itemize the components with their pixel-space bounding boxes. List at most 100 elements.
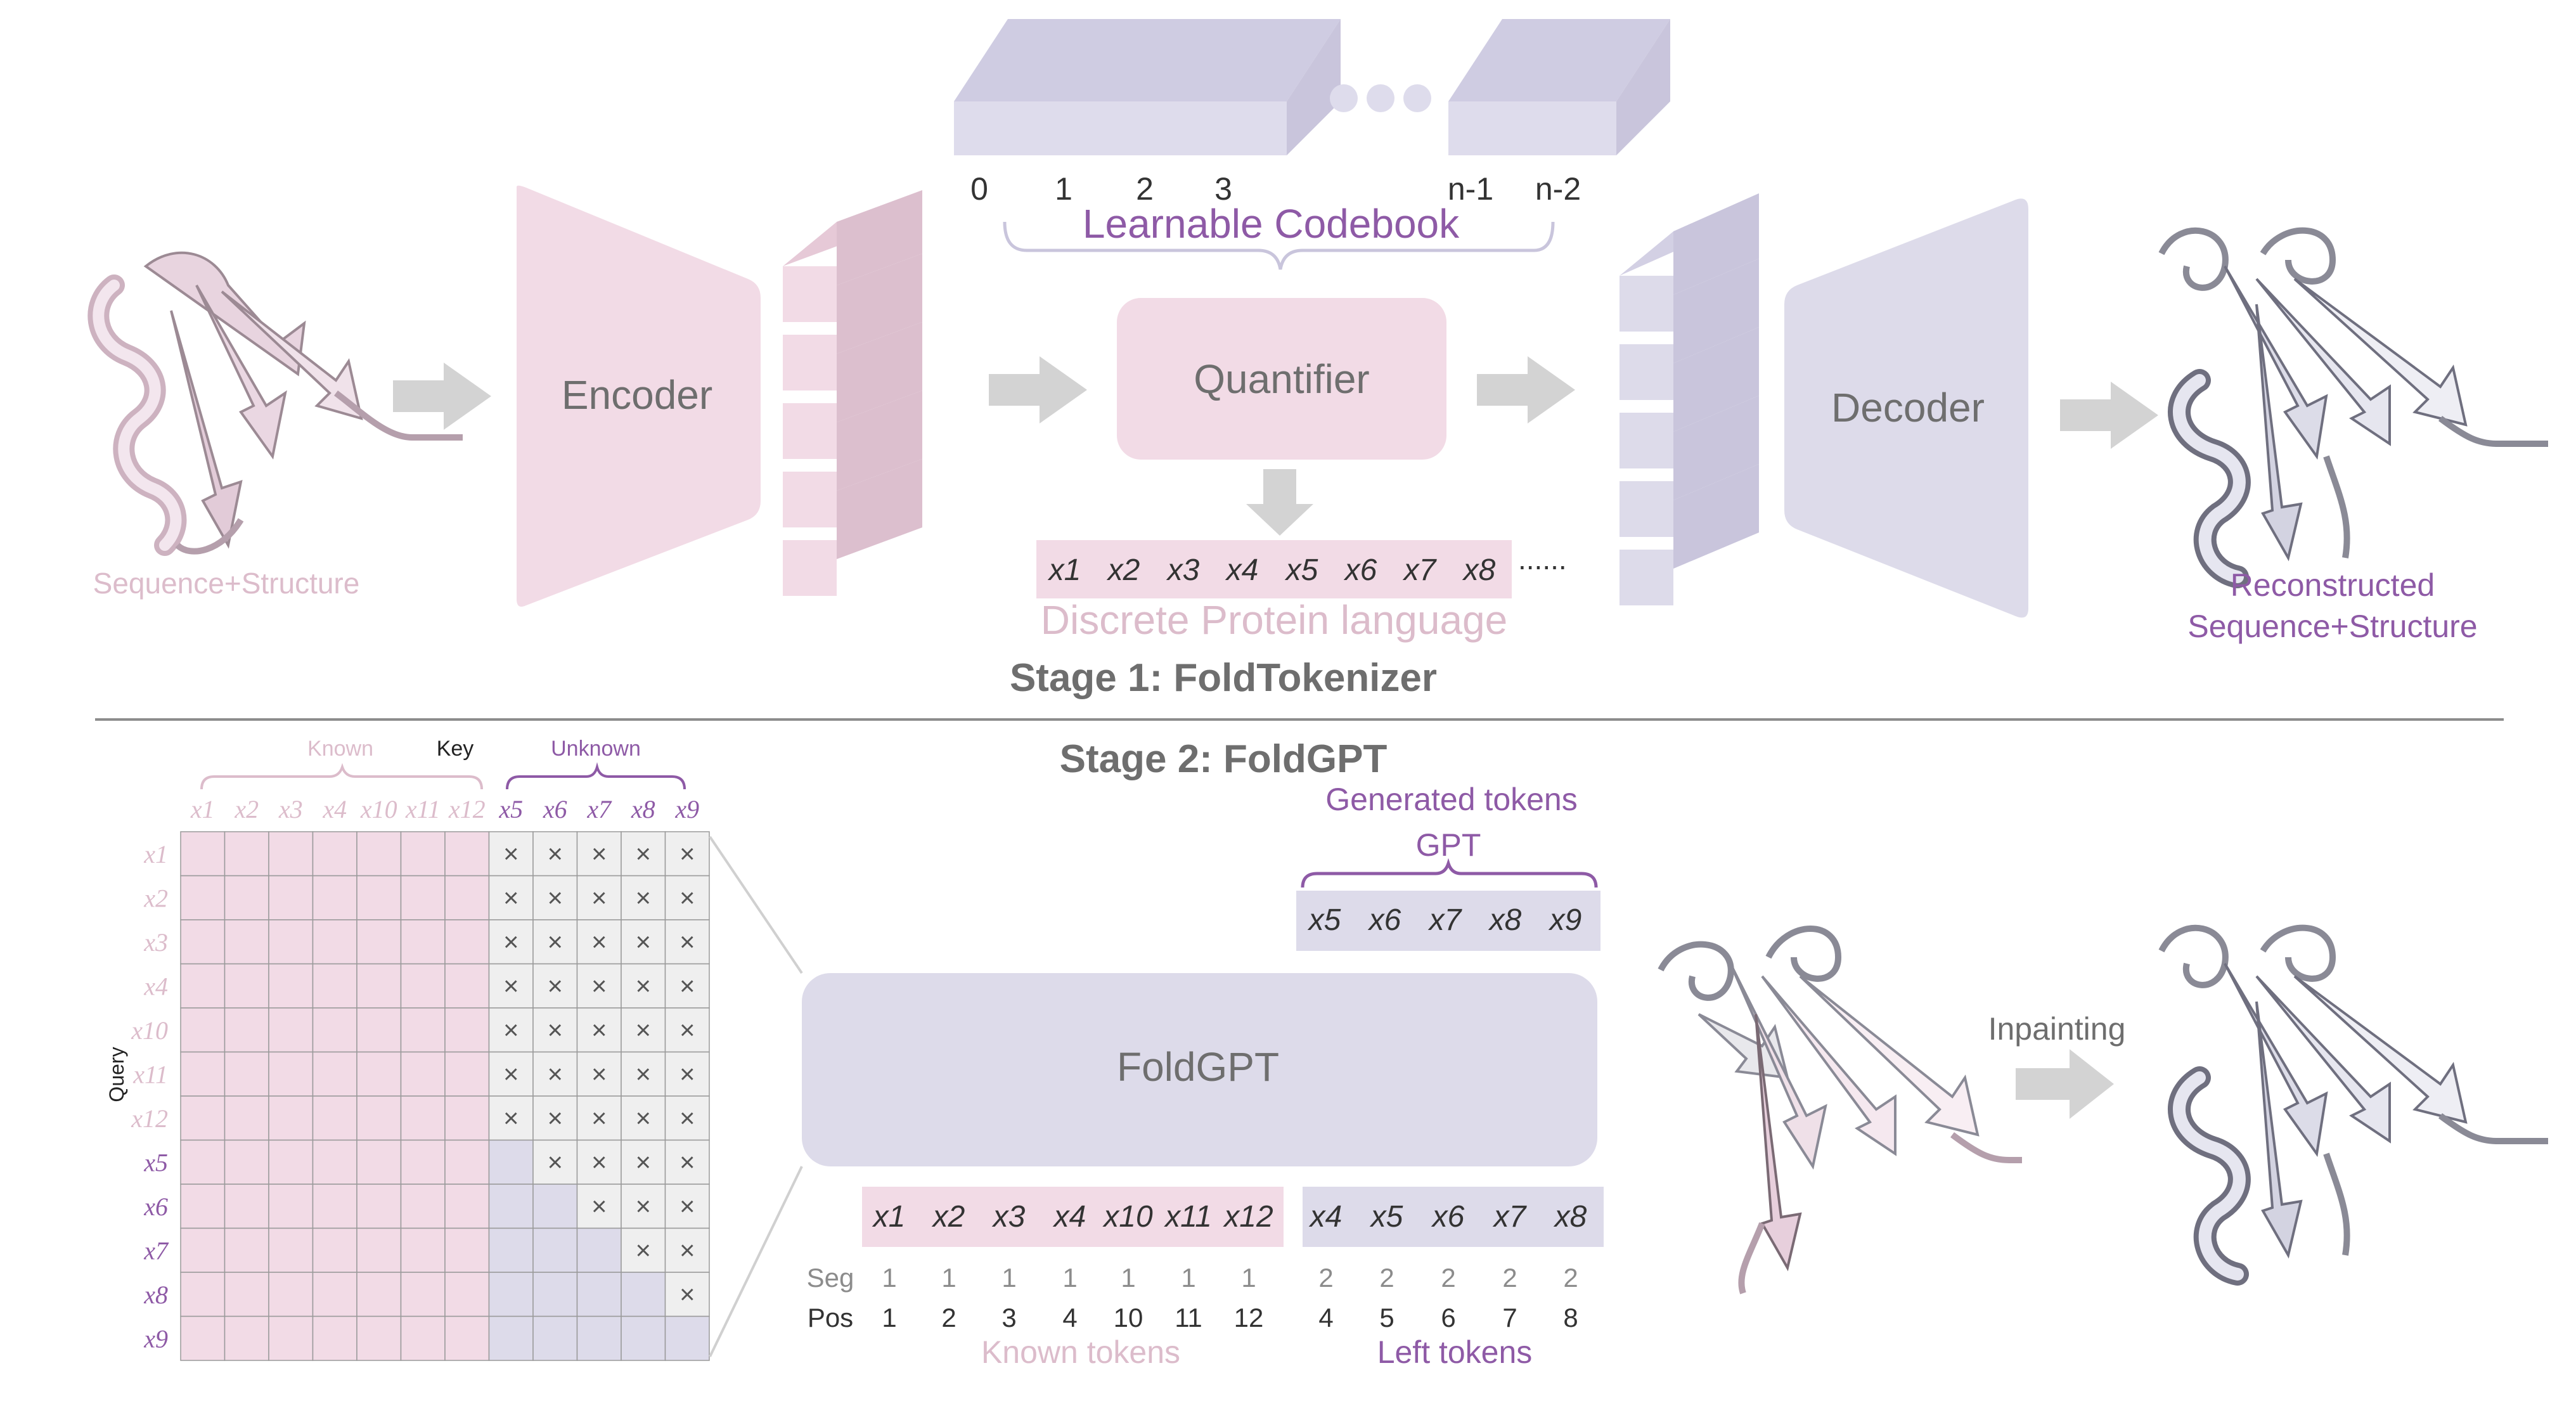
mask-x-icon: ×	[635, 1147, 651, 1177]
attend-cell	[180, 875, 226, 920]
embedding-cube	[1620, 396, 1759, 537]
connector-line	[709, 836, 803, 974]
masked-cell	[664, 1051, 710, 1097]
unknown-brace	[506, 762, 686, 790]
output-label-line1: Reconstructed	[2231, 567, 2435, 603]
attend-cell	[180, 1007, 226, 1053]
codebook-brace	[1003, 221, 1555, 270]
attend-cell	[180, 1095, 226, 1141]
attend-cell	[444, 1007, 490, 1053]
attend-cell	[224, 1051, 269, 1097]
attend-cell	[444, 1315, 490, 1361]
matrix-cells: ××××××××××××××××××××××××××××××××××××××××…	[180, 831, 710, 1361]
attend-cell	[621, 1272, 666, 1317]
matrix-column-label: x4	[322, 795, 347, 823]
attend-cell	[312, 1139, 357, 1185]
attend-cell	[444, 831, 490, 877]
generated-token: x8	[1488, 903, 1522, 937]
attend-cell	[224, 1272, 269, 1317]
output-label-line2: Sequence+Structure	[2187, 609, 2477, 644]
attend-cell	[444, 1139, 490, 1185]
matrix-column-label: x3	[278, 795, 303, 823]
codebook-indices: 0 1 2 3 n-1 n-2	[970, 171, 1581, 207]
embedding-cube	[1620, 464, 1759, 605]
attend-cell	[180, 1315, 226, 1361]
masked-cell	[664, 1227, 710, 1273]
attend-cell	[268, 1095, 314, 1141]
embedding-cube	[1620, 193, 1759, 332]
known-seg-values: 1 1 1 1 1 1 1	[882, 1263, 1256, 1293]
matrix-row-label: x11	[132, 1060, 168, 1088]
mask-x-icon: ×	[591, 1147, 607, 1177]
masked-cell	[576, 919, 622, 965]
codebook-index: 2	[1136, 171, 1154, 207]
attend-cell	[488, 1315, 534, 1361]
known-tokens-label: Known tokens	[981, 1334, 1180, 1370]
mask-x-icon: ×	[547, 927, 563, 957]
arrow-down-icon	[1246, 469, 1313, 536]
masked-cell	[664, 1007, 710, 1053]
mask-x-icon: ×	[635, 1235, 651, 1265]
left-token: x6	[1431, 1200, 1465, 1234]
attend-cell	[576, 1315, 622, 1361]
generated-token: x6	[1368, 903, 1401, 937]
language-token: x6	[1344, 553, 1377, 587]
mask-x-icon: ×	[635, 1059, 651, 1088]
matrix-row-label: x10	[131, 1016, 168, 1045]
attend-cell	[400, 1051, 446, 1097]
masked-cell	[532, 1007, 578, 1053]
mask-x-icon: ×	[503, 839, 519, 868]
attend-cell	[224, 1227, 269, 1273]
mask-x-icon: ×	[679, 1015, 695, 1045]
matrix-column-label: x8	[631, 795, 655, 823]
attend-cell	[576, 1272, 622, 1317]
pos-value: 1	[882, 1303, 896, 1333]
attend-cell	[532, 1315, 578, 1361]
ellipsis-dot-icon	[1330, 84, 1358, 112]
mask-x-icon: ×	[635, 1191, 651, 1221]
mask-x-icon: ×	[591, 882, 607, 912]
mask-x-icon: ×	[547, 1103, 563, 1133]
mask-x-icon: ×	[547, 882, 563, 912]
seg-value: 1	[941, 1263, 956, 1293]
masked-cell	[532, 963, 578, 1009]
attend-cell	[312, 831, 357, 877]
seg-value: 1	[1001, 1263, 1016, 1293]
known-pos-values: 1 2 3 4 10 11 12	[882, 1303, 1263, 1333]
attend-cell	[532, 1184, 578, 1229]
masked-cell	[621, 1051, 666, 1097]
mask-x-icon: ×	[679, 839, 695, 868]
matrix-row-label: x9	[143, 1324, 168, 1353]
attend-cell	[268, 1184, 314, 1229]
language-token: x4	[1225, 553, 1259, 587]
attend-cell	[488, 1184, 534, 1229]
seg-value: 2	[1318, 1263, 1333, 1293]
mask-x-icon: ×	[635, 971, 651, 1000]
attend-cell	[224, 1184, 269, 1229]
attend-cell	[444, 1051, 490, 1097]
foldgpt-label: FoldGPT	[1117, 1044, 1279, 1090]
embedding-cube	[1620, 259, 1759, 400]
left-tokens-label: Left tokens	[1377, 1334, 1533, 1370]
attend-cell	[444, 919, 490, 965]
mask-x-icon: ×	[547, 1015, 563, 1045]
attend-cell	[356, 1184, 402, 1229]
gpt-label: GPT	[1416, 827, 1481, 863]
attend-cell	[180, 1227, 226, 1273]
language-token: x8	[1462, 553, 1496, 587]
language-token: x1	[1048, 553, 1081, 587]
attend-cell	[400, 1184, 446, 1229]
stage1-title: Stage 1: FoldTokenizer	[1010, 656, 1437, 700]
left-pos-values: 4 5 6 7 8	[1318, 1303, 1578, 1333]
attend-cell	[400, 1139, 446, 1185]
mask-x-icon: ×	[679, 1279, 695, 1309]
attend-cell	[268, 831, 314, 877]
attend-cell	[400, 1272, 446, 1317]
attend-cell	[488, 1272, 534, 1317]
matrix-row-label: x4	[143, 972, 168, 1000]
attend-cell	[532, 1227, 578, 1273]
seg-value: 1	[1181, 1263, 1195, 1293]
attend-cell	[224, 1315, 269, 1361]
mask-x-icon: ×	[591, 1015, 607, 1045]
matrix-row-label: x3	[143, 928, 168, 957]
